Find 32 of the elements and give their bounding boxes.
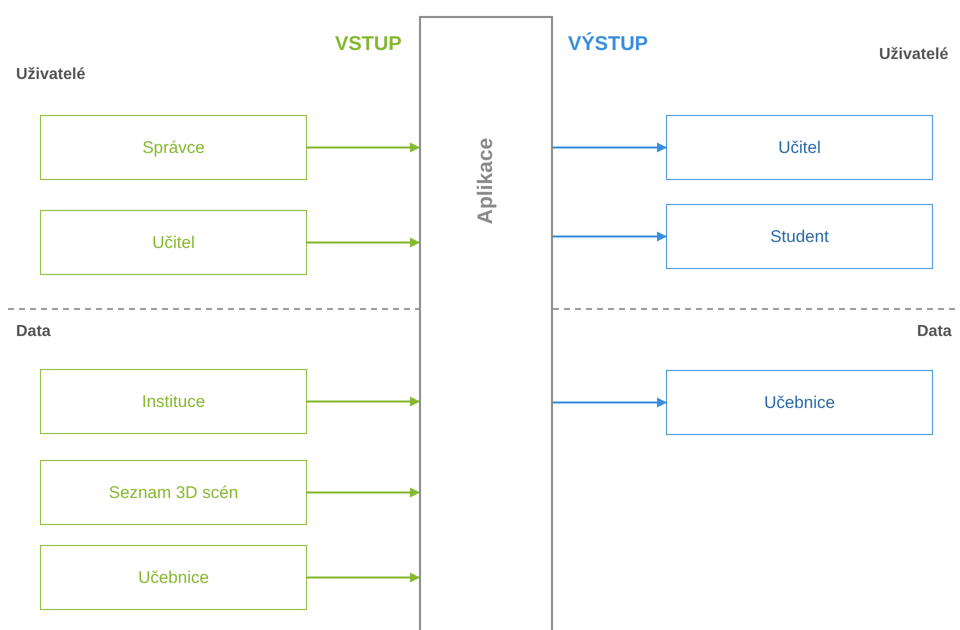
box-label: Učebnice (764, 392, 835, 412)
arrow (551, 398, 667, 408)
section-label: Data (16, 323, 51, 341)
box-label: Seznam 3D scén (108, 482, 238, 502)
box-label: Instituce (142, 392, 206, 412)
entity-box (40, 369, 307, 434)
box-title: Aplikace (474, 138, 498, 224)
entity-box (666, 370, 933, 435)
box-label: Učitel (778, 138, 821, 158)
box-label: Učitel (152, 232, 195, 252)
box-label: Správce (142, 138, 205, 158)
arrow (551, 142, 667, 152)
arrow (305, 396, 420, 406)
application-box (419, 16, 553, 630)
arrow (551, 232, 667, 242)
box-label: Student (770, 226, 829, 246)
section-label: Data (917, 323, 952, 341)
arrow (305, 238, 420, 248)
entity-box (40, 210, 307, 275)
entity-box (666, 115, 933, 180)
arrow (305, 142, 420, 152)
arrow (305, 572, 420, 582)
entity-box (40, 460, 307, 525)
box-label: Učebnice (138, 568, 209, 588)
entity-box (40, 115, 307, 180)
column-heading: VSTUP (335, 33, 402, 56)
entity-box (666, 204, 933, 269)
arrow (305, 488, 420, 498)
column-heading: VÝSTUP (568, 33, 648, 56)
entity-box (40, 545, 307, 610)
section-label: Uživatelé (16, 66, 86, 84)
section-label: Uživatelé (879, 46, 948, 64)
